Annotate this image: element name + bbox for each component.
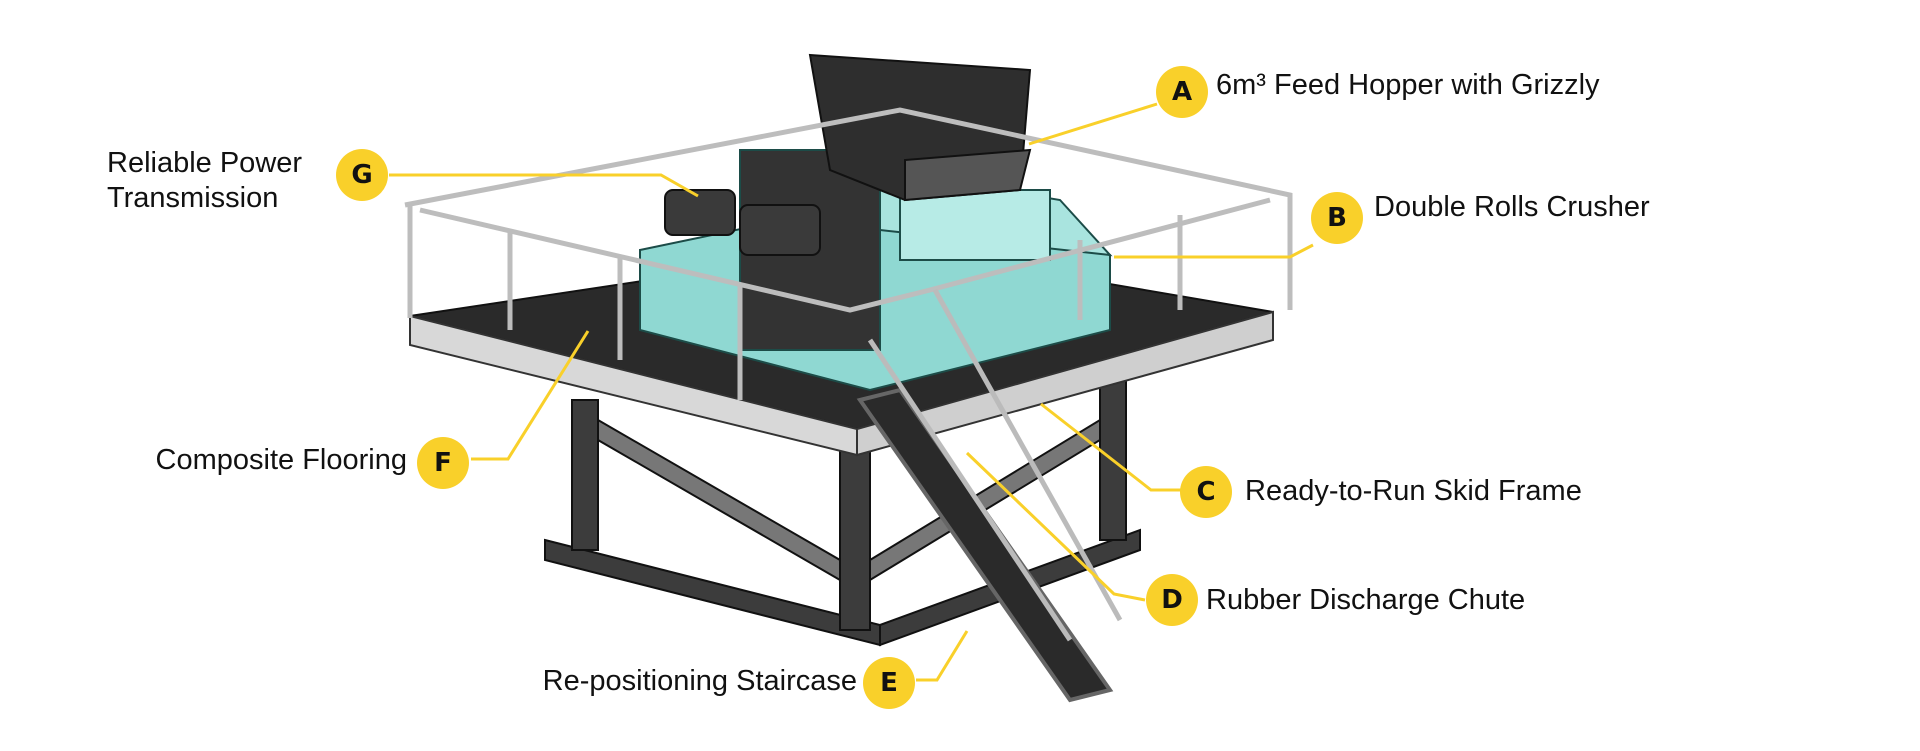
callout-badge-d: D: [1146, 574, 1198, 626]
callout-label-composite-flooring: Composite Flooring: [155, 444, 407, 476]
callout-label-feed-hopper: 6m³ Feed Hopper with Grizzly: [1216, 69, 1600, 101]
staircase: [856, 288, 1123, 703]
motors: [664, 189, 821, 256]
callout-badge-e: E: [863, 657, 915, 709]
feed-hopper: [808, 53, 1032, 202]
callout-badge-g: G: [336, 149, 388, 201]
callout-badge-f: F: [417, 437, 469, 489]
callout-badge-a: A: [1156, 66, 1208, 118]
callout-label-double-rolls-crusher: Double Rolls Crusher: [1374, 191, 1650, 223]
callout-badge-b: B: [1311, 192, 1363, 244]
callout-label-power-transmission: Reliable Power Transmission: [107, 147, 303, 214]
callout-label-discharge-chute: Rubber Discharge Chute: [1206, 584, 1526, 616]
railings: [404, 107, 1293, 400]
leader-lines: [389, 102, 1314, 682]
callout-label-skid-frame: Ready-to-Run Skid Frame: [1245, 475, 1582, 507]
callout-label-staircase: Re-positioning Staircase: [542, 665, 857, 697]
callout-badge-c: C: [1180, 466, 1232, 518]
